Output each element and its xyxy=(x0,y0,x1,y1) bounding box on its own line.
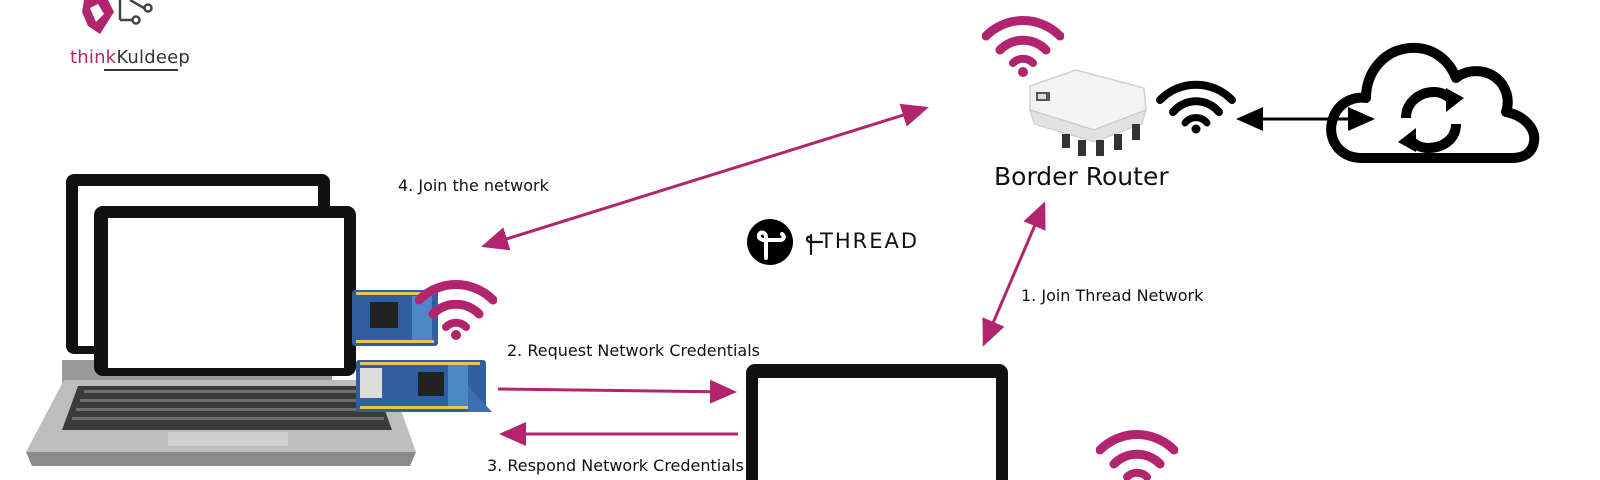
brand-name-part1: think xyxy=(70,47,117,68)
brand-name-part2: Kuldeep xyxy=(116,47,191,68)
thread-logo: THREAD xyxy=(746,218,926,268)
step-4-label: 4. Join the network xyxy=(398,176,549,195)
thread-logo-icon xyxy=(747,219,793,265)
commissioner-laptop-device xyxy=(746,364,1008,480)
step-2-label: 2. Request Network Credentials xyxy=(507,341,761,360)
brand-name: thinkKuldeep xyxy=(70,47,190,68)
front-laptop-device xyxy=(26,206,416,466)
thread-t-icon xyxy=(805,233,824,255)
router-device xyxy=(1029,69,1147,156)
step-1-label: 1. Join Thread Network xyxy=(1021,286,1204,305)
border-router-label: Border Router xyxy=(994,162,1169,191)
brand-underline xyxy=(104,69,178,71)
arrow-join-network xyxy=(481,103,929,251)
router-cloud-wifi-icon xyxy=(1156,80,1236,134)
cloud-sync-icon xyxy=(1326,42,1540,163)
arrow-join-thread-network xyxy=(982,201,1046,347)
router-wifi-icon xyxy=(982,16,1064,77)
nordic-board-device xyxy=(356,360,492,412)
nordic-board-device xyxy=(352,290,438,346)
brand-logo-icon xyxy=(82,0,153,34)
laptop-wifi-icon xyxy=(415,280,497,340)
brand-logo: thinkKuldeep xyxy=(70,0,190,75)
step-3-label: 3. Respond Network Credentials xyxy=(487,456,744,475)
thread-wordmark: THREAD xyxy=(820,229,920,253)
device-wifi-icon xyxy=(1096,430,1178,480)
arrow-request-credentials xyxy=(497,379,737,404)
